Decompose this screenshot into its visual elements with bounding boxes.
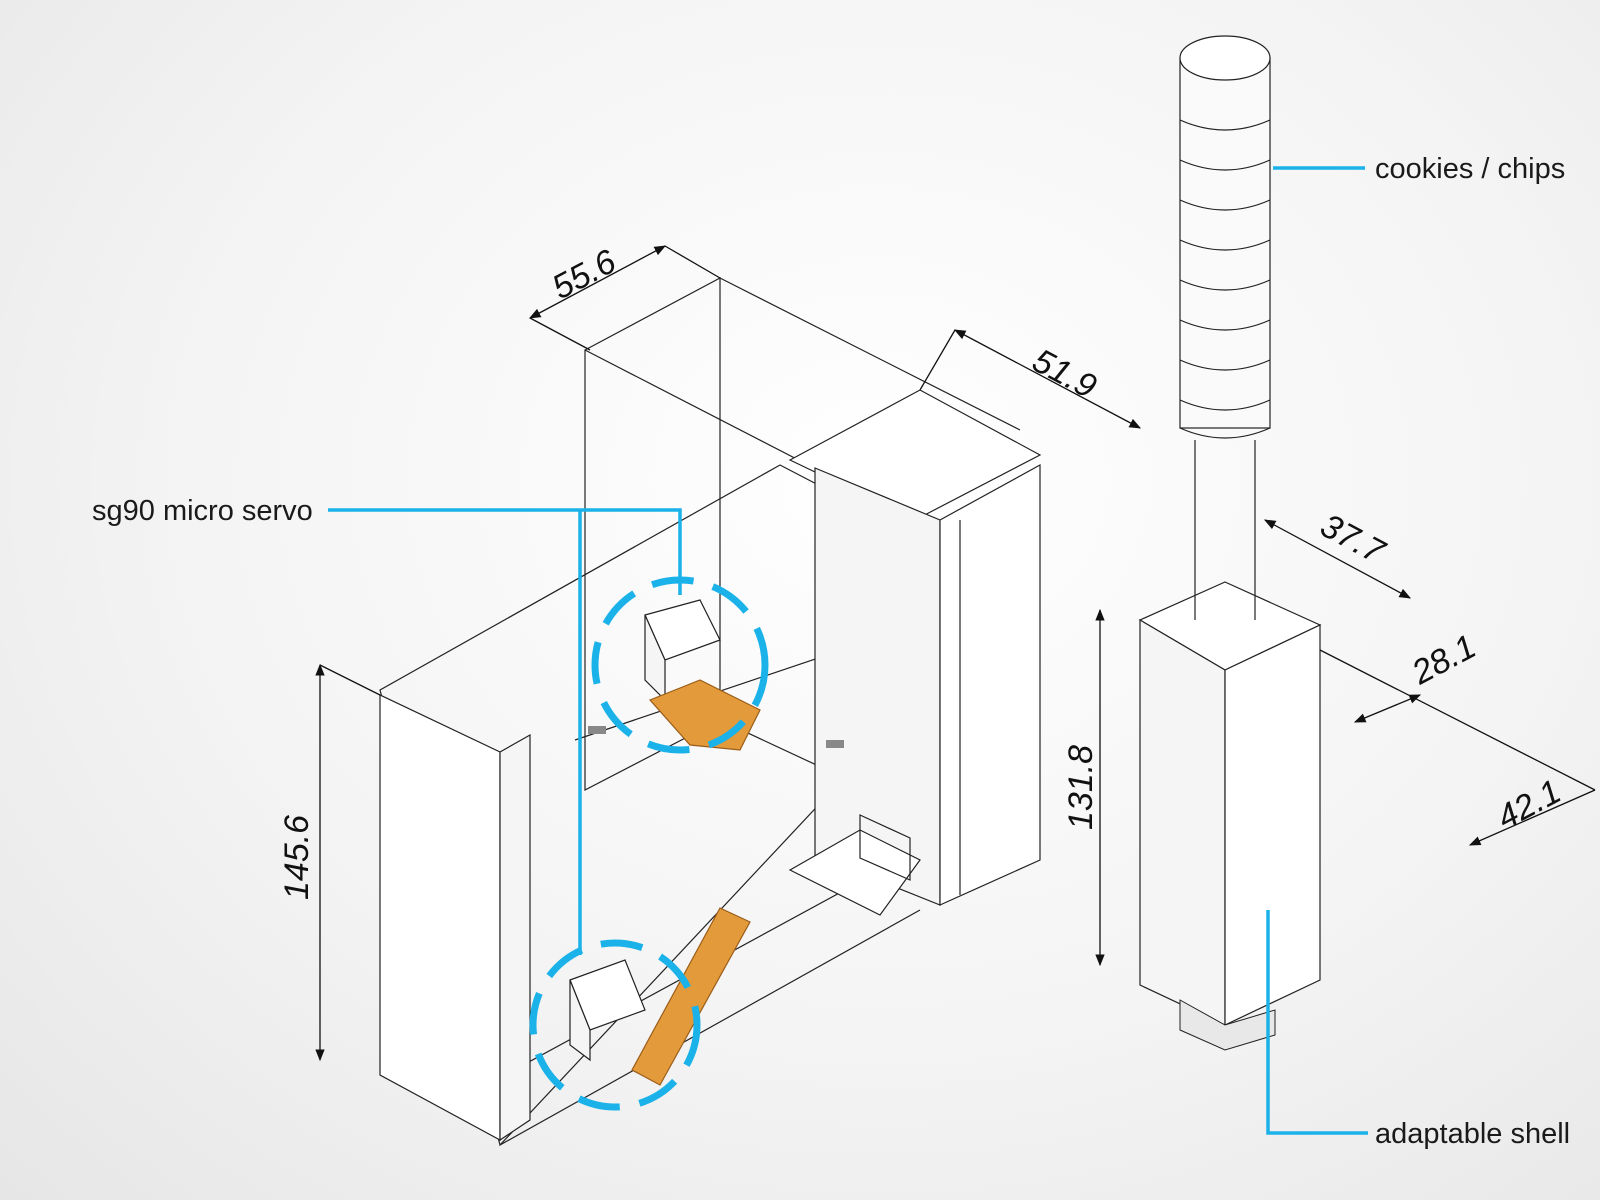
dimension-height-shell: 131.8 xyxy=(1062,745,1100,830)
upper-paddle xyxy=(648,679,761,751)
dimension-shell-a: 37.7 xyxy=(1314,507,1391,572)
dispense-tray xyxy=(788,814,921,916)
dimension-width-top: 55.6 xyxy=(546,242,622,307)
callout-cookies-chips: cookies / chips xyxy=(1375,153,1565,185)
dimension-height-left: 145.6 xyxy=(278,815,316,900)
dimension-depth-top: 51.9 xyxy=(1026,342,1102,407)
lower-servo xyxy=(569,907,751,1086)
servo-highlight-lower xyxy=(529,939,701,1111)
slot-marker xyxy=(826,740,844,748)
dimension-lines xyxy=(315,245,1596,1062)
center-column xyxy=(788,389,1042,906)
dimension-shell-b: 28.1 xyxy=(1405,627,1482,692)
adaptable-shell-body xyxy=(1138,581,1322,1051)
callout-adaptable-shell: adaptable shell xyxy=(1375,1118,1570,1150)
slot-marker xyxy=(588,726,606,734)
dimension-shell-c: 42.1 xyxy=(1491,772,1567,837)
callout-leaders xyxy=(328,166,1368,1135)
lower-paddle xyxy=(631,907,751,1086)
left-front-box xyxy=(379,694,606,1142)
upper-servo xyxy=(644,599,761,751)
callout-sg90-servo: sg90 micro servo xyxy=(92,495,313,527)
cookie-stack xyxy=(1179,35,1271,620)
